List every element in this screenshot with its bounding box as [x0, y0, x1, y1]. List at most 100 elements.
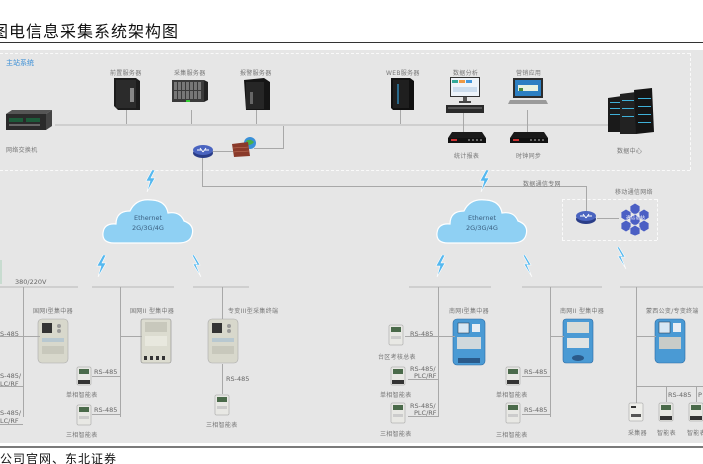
link-label: RS-485: [226, 375, 250, 383]
clock-sync-device-icon: [510, 132, 548, 143]
terminal-label: 南网I型集中器: [449, 308, 489, 315]
concentrator-grey-icon: [140, 318, 172, 364]
branch-line: [0, 424, 23, 425]
web-server-label: WEB服务器: [386, 70, 420, 77]
branch-line: [0, 336, 40, 337]
link-alarm-server: [256, 110, 257, 124]
router-icon[interactable]: [192, 144, 214, 159]
link-label: P: [698, 391, 702, 399]
collection-server-icon: [172, 80, 208, 102]
branch-line: [0, 386, 23, 387]
terminal-blue-icon: [654, 318, 686, 364]
clock-sync-label: 时钟同步: [516, 153, 542, 160]
concentrator-blue-icon: [452, 318, 486, 366]
link-label: LC/RF: [0, 380, 19, 388]
link-label: PLC/RF: [414, 409, 437, 417]
collector-icon: [628, 402, 644, 422]
left-edge-device: [0, 260, 2, 284]
meter-label: 台区考核总表: [378, 354, 416, 361]
link-label: RS-485/: [410, 402, 436, 410]
terminal-label: 南网II 型集中器: [560, 308, 605, 315]
branch-line: [636, 336, 656, 337]
branch-line: [550, 336, 564, 337]
drop-line: [636, 387, 637, 403]
wireless-signal-icon: [479, 170, 490, 192]
three-phase-meter-icon: [505, 402, 521, 424]
link-label: RS-485: [94, 368, 118, 376]
private-net-drop: [586, 186, 587, 216]
meter-label: 单相智能表: [496, 392, 528, 399]
data-analysis-label: 数据分析: [453, 70, 479, 77]
link-label: PLC/RF: [414, 372, 437, 380]
concentrator-blue-icon: [562, 318, 594, 364]
link-label: S-485/: [0, 409, 22, 417]
master-station-frame-top: [0, 53, 690, 54]
meter-label: 三相智能表: [496, 432, 528, 439]
branch-line: [408, 379, 438, 380]
base-station-hex-icon: [620, 202, 650, 236]
branch-line: [92, 376, 120, 377]
master-station-label: 主站系统: [6, 59, 34, 67]
drop-line: [696, 386, 697, 402]
data-analysis-monitor-icon: [446, 77, 484, 113]
title-divider: [0, 42, 703, 43]
terminal-grey-icon: [207, 318, 239, 364]
drop-line: [222, 287, 223, 327]
drop-line: [636, 287, 637, 417]
drop-line: [23, 287, 24, 417]
front-server-icon: [114, 78, 140, 110]
single-phase-meter-icon: [390, 366, 406, 386]
terminal-label: 国网I型集中器: [33, 308, 73, 315]
wireless-signal-icon: [96, 255, 107, 277]
wireless-signal-icon: [616, 247, 627, 269]
firewall-icon: [232, 137, 256, 157]
drop-line: [222, 364, 223, 394]
alarm-server-icon: [244, 78, 270, 110]
field-bus-1: [0, 286, 78, 288]
link-firewall-up: [283, 126, 284, 148]
terminal-label: 专变III型采集终端: [228, 308, 279, 315]
field-bus-5: [522, 286, 602, 288]
branch-line: [522, 414, 550, 415]
branch-line: [120, 336, 142, 337]
ethernet-cloud-right: Ethernet 2G/3G/4G: [434, 195, 530, 247]
alarm-server-label: 报警服务器: [240, 70, 272, 77]
network-switch-icon: [6, 110, 52, 130]
cloud-line1: Ethernet: [468, 214, 496, 222]
master-station-frame-right: [690, 53, 691, 170]
network-switch-label: 网络交换机: [6, 147, 38, 154]
page-title: 图电信息采集系统架构图: [0, 22, 180, 41]
meter-label: 单相智能表: [380, 392, 412, 399]
link-label: RS-485: [524, 368, 548, 376]
drop-line: [120, 287, 121, 417]
link-firewall: [254, 148, 284, 149]
link-web-server: [400, 110, 401, 124]
smart-meter-icon: [658, 402, 674, 422]
link-label: RS-485: [410, 330, 434, 338]
base-station-label: 通信基站: [626, 216, 646, 221]
terminal-label: 国网II 型集中器: [130, 308, 175, 315]
terminal-label: 蒙西公变/专变终端: [646, 308, 699, 315]
mobile-router-icon[interactable]: [575, 210, 597, 225]
mobile-frame-bottom: [562, 240, 657, 241]
front-server-label: 前置服务器: [110, 70, 142, 77]
wireless-signal-icon: [522, 255, 533, 277]
link-label: RS-485/: [410, 365, 436, 373]
private-net-line: [202, 186, 587, 187]
meter-label: 采集器: [628, 430, 647, 437]
district-total-meter-icon: [388, 324, 404, 346]
data-center-icon: [608, 88, 654, 134]
field-bus-6: [620, 286, 703, 288]
cloud-icon: [102, 199, 194, 244]
single-phase-meter-icon: [505, 366, 521, 386]
meter-label: 三相智能表: [380, 431, 412, 438]
three-phase-meter-icon: [76, 404, 92, 426]
architecture-diagram: 主站系统 前置服务器 采集服务器 报警服务器 WEB服务器 数据分析 营销应用 …: [0, 50, 703, 443]
statistics-report-device-icon: [448, 132, 486, 143]
voltage-label: 380/220V: [15, 278, 47, 286]
meter-label: 三相智能表: [206, 422, 238, 429]
link-label: LC/RF: [0, 417, 19, 425]
source-footer: 公司官网、东北证券: [0, 452, 118, 464]
link-label: RS-485: [94, 406, 118, 414]
wireless-signal-icon: [145, 170, 156, 192]
